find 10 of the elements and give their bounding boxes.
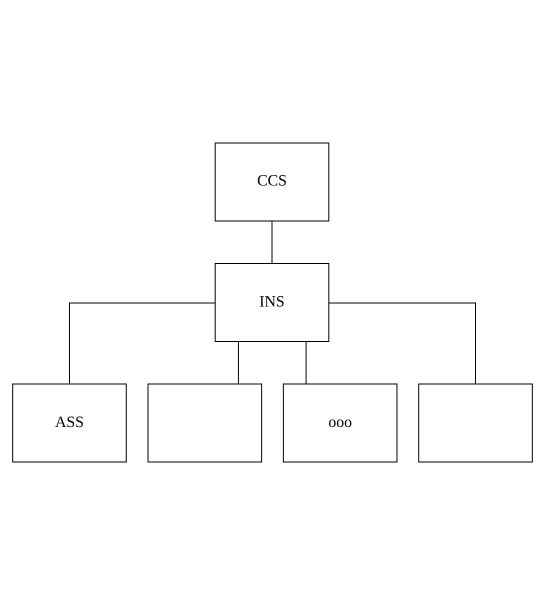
node-box: CCS: [214, 142, 330, 221]
node-box: ooo: [282, 383, 398, 462]
node-box: [148, 383, 262, 462]
connector: [328, 302, 476, 384]
connector: [238, 340, 239, 384]
node-box: ASS: [12, 383, 127, 462]
connector: [69, 302, 216, 384]
node-box: INS: [214, 262, 330, 342]
connector: [306, 340, 307, 384]
node-box: [418, 383, 533, 462]
